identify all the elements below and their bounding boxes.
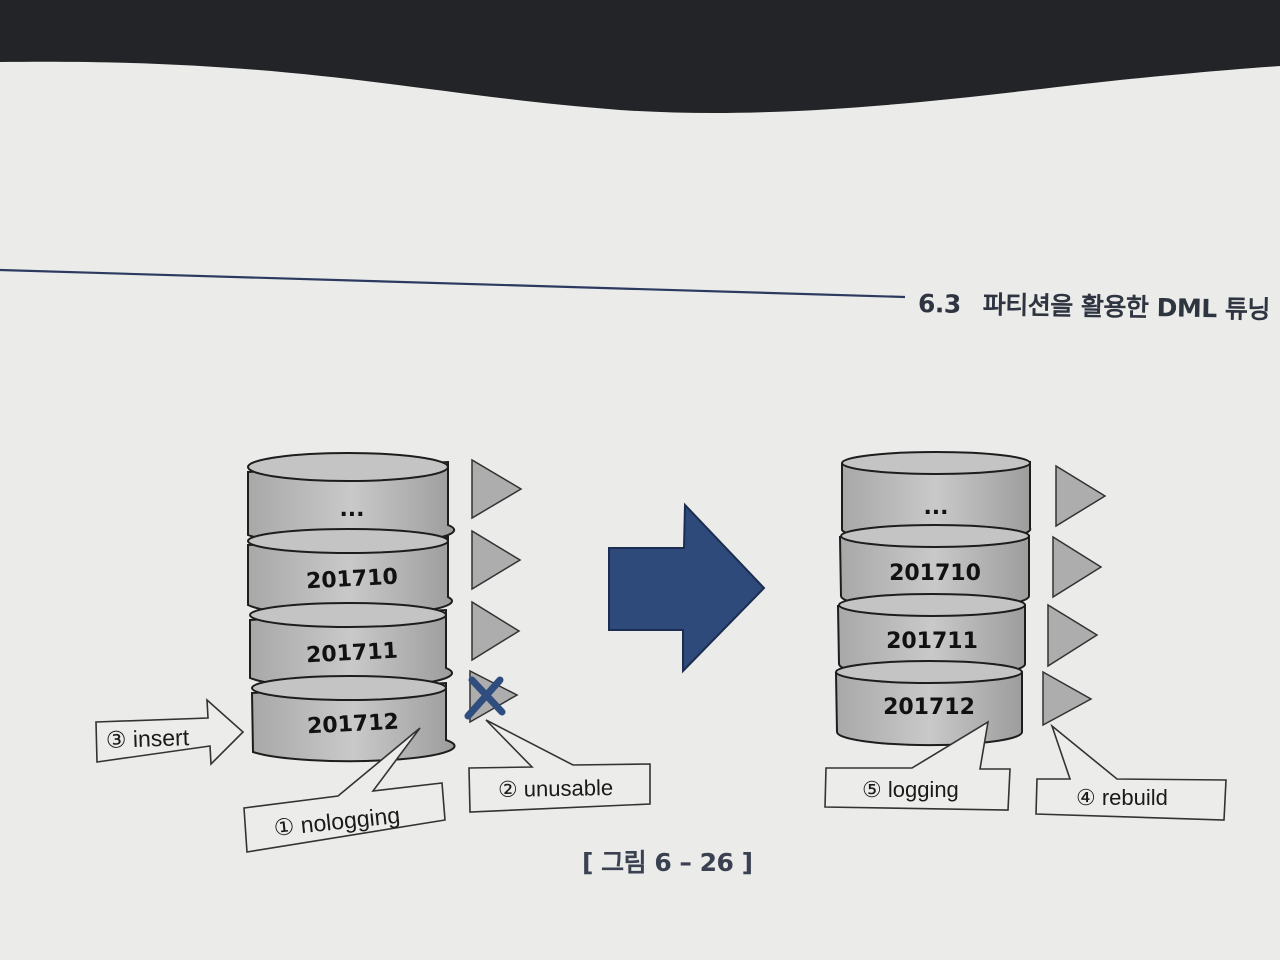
rebuild-label: ④ rebuild <box>1076 785 1168 810</box>
index-triangle <box>471 458 523 520</box>
left-segment-label: ... <box>339 497 364 522</box>
transition-arrow <box>608 502 766 674</box>
section-title: 파티션을 활용한 DML 튜닝 <box>982 290 1271 325</box>
left-segment-label: 201710 <box>305 565 398 595</box>
left-segment-201711: 201711 <box>249 602 454 689</box>
rebuild-callout: ④ rebuild <box>1035 723 1227 821</box>
right-index-markers <box>1042 464 1107 727</box>
left-segment-201712: 201712 <box>250 675 456 763</box>
right-segment-label: ... <box>923 495 948 520</box>
index-triangle <box>471 600 521 662</box>
right-segment-dots: ... <box>841 451 1032 544</box>
left-segment-label: 201712 <box>306 710 399 740</box>
right-segment-201712: 201712 <box>834 660 1023 747</box>
index-triangle <box>471 529 522 591</box>
left-stack: ... 201710 201711 201712 <box>247 452 456 763</box>
left-index-markers <box>464 458 523 724</box>
right-segment-201710: 201710 <box>838 524 1030 610</box>
index-triangle <box>1047 603 1099 668</box>
left-segment-dots: ... <box>247 452 456 546</box>
unusable-callout: ② unusable <box>468 719 651 813</box>
left-segment-label: 201711 <box>305 639 398 669</box>
figure-caption: [ 그림 6 – 26 ] <box>582 848 753 877</box>
unusable-label: ② unusable <box>498 775 614 802</box>
right-segment-201711: 201711 <box>836 593 1026 679</box>
section-header: 6.3 파티션을 활용한 DML 튜닝 <box>918 284 1271 326</box>
index-triangle <box>1055 464 1107 528</box>
left-segment-201710: 201710 <box>247 528 453 617</box>
header-rule <box>0 268 906 299</box>
section-number: 6.3 <box>917 289 962 319</box>
right-segment-label: 201710 <box>889 561 981 586</box>
logging-callout: ⑤ logging <box>824 720 1011 811</box>
logging-label: ⑤ logging <box>862 777 959 802</box>
right-segment-label: 201712 <box>883 695 975 720</box>
insert-label: ③ insert <box>105 724 190 753</box>
insert-arrow-callout: ③ insert <box>95 698 245 766</box>
right-segment-label: 201711 <box>886 629 978 654</box>
page-paper <box>0 61 1280 960</box>
unusable-x-mark <box>464 676 506 720</box>
index-triangle <box>1052 535 1103 599</box>
index-triangle <box>1042 670 1093 727</box>
right-stack: ... 201710 201711 201712 <box>834 451 1032 747</box>
